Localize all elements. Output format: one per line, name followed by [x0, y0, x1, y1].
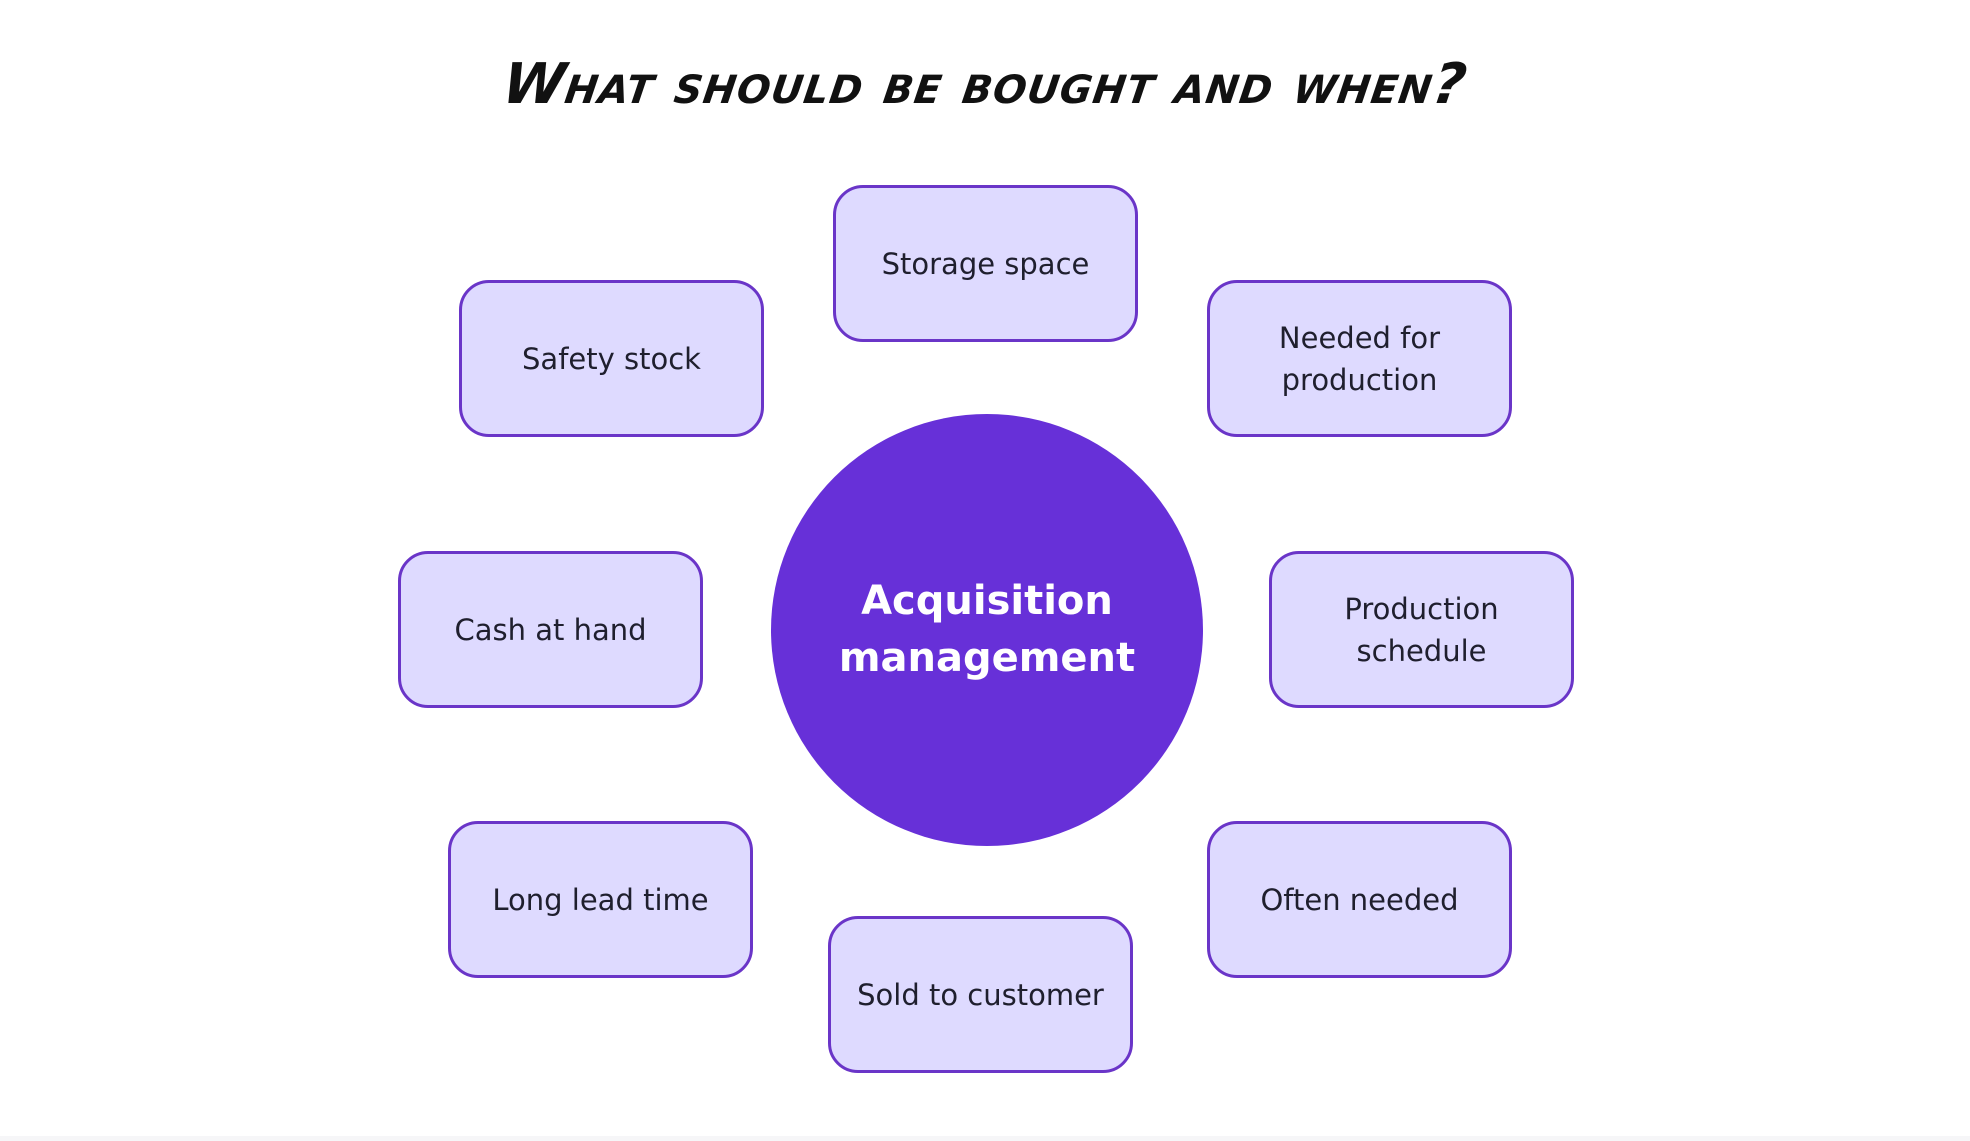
node-label: Long lead time	[492, 882, 709, 917]
node-safety-stock: Safety stock	[459, 280, 764, 437]
node-production-schedule: Production schedule	[1269, 551, 1574, 708]
node-needed-for-production: Needed for production	[1207, 280, 1512, 437]
node-label: Safety stock	[522, 341, 701, 376]
node-label: Needed for production	[1278, 320, 1441, 397]
diagram-title: What should be bought and when?	[498, 52, 1472, 117]
node-label: Cash at hand	[454, 612, 647, 647]
node-often-needed: Often needed	[1207, 821, 1512, 978]
node-sold-to-customer: Sold to customer	[828, 916, 1133, 1073]
node-label: Often needed	[1260, 882, 1459, 917]
node-label: Production schedule	[1344, 591, 1499, 668]
hub-label: Acquisition management	[838, 578, 1136, 681]
node-storage-space: Storage space	[833, 185, 1138, 342]
footer-band	[0, 1136, 1970, 1141]
node-cash-at-hand: Cash at hand	[398, 551, 703, 708]
node-label: Sold to customer	[857, 977, 1104, 1012]
node-label: Storage space	[881, 246, 1090, 281]
hub-circle: Acquisition management	[771, 414, 1203, 846]
node-long-lead-time: Long lead time	[448, 821, 753, 978]
